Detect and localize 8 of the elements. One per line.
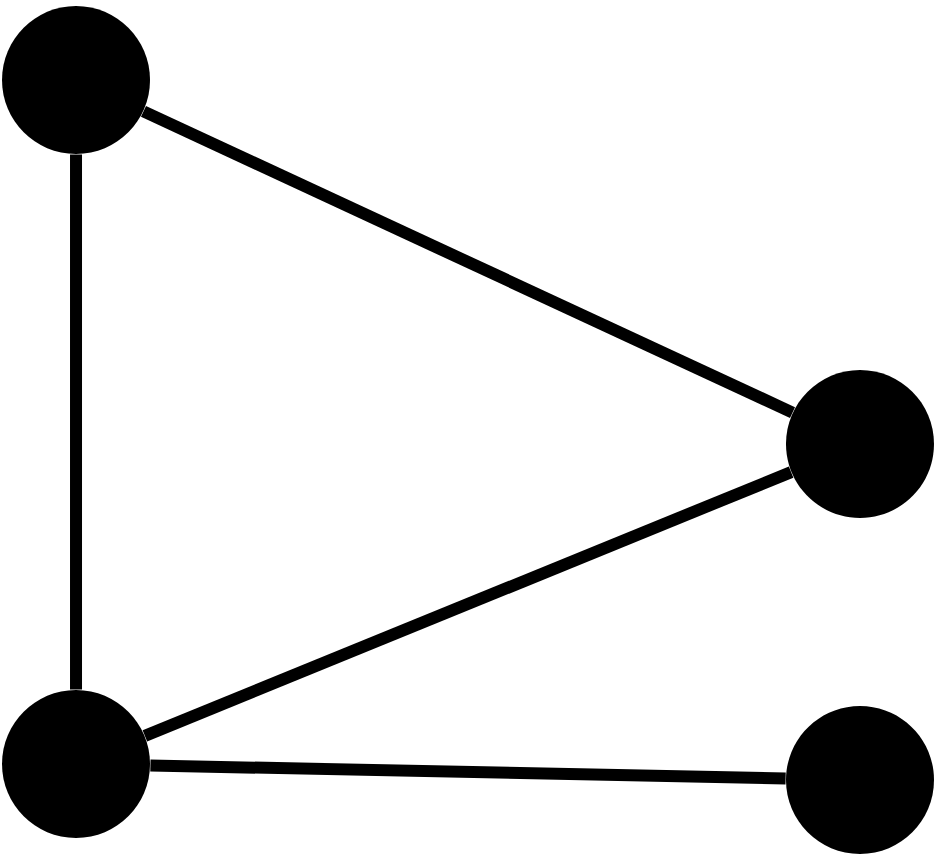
circle-node <box>786 705 934 854</box>
connector-line <box>150 759 786 785</box>
circle-node <box>786 370 934 518</box>
connector-line <box>140 105 796 419</box>
circle-node <box>2 6 150 154</box>
connector-line <box>142 466 794 742</box>
connector-line <box>70 154 82 690</box>
circle-node <box>2 689 150 838</box>
